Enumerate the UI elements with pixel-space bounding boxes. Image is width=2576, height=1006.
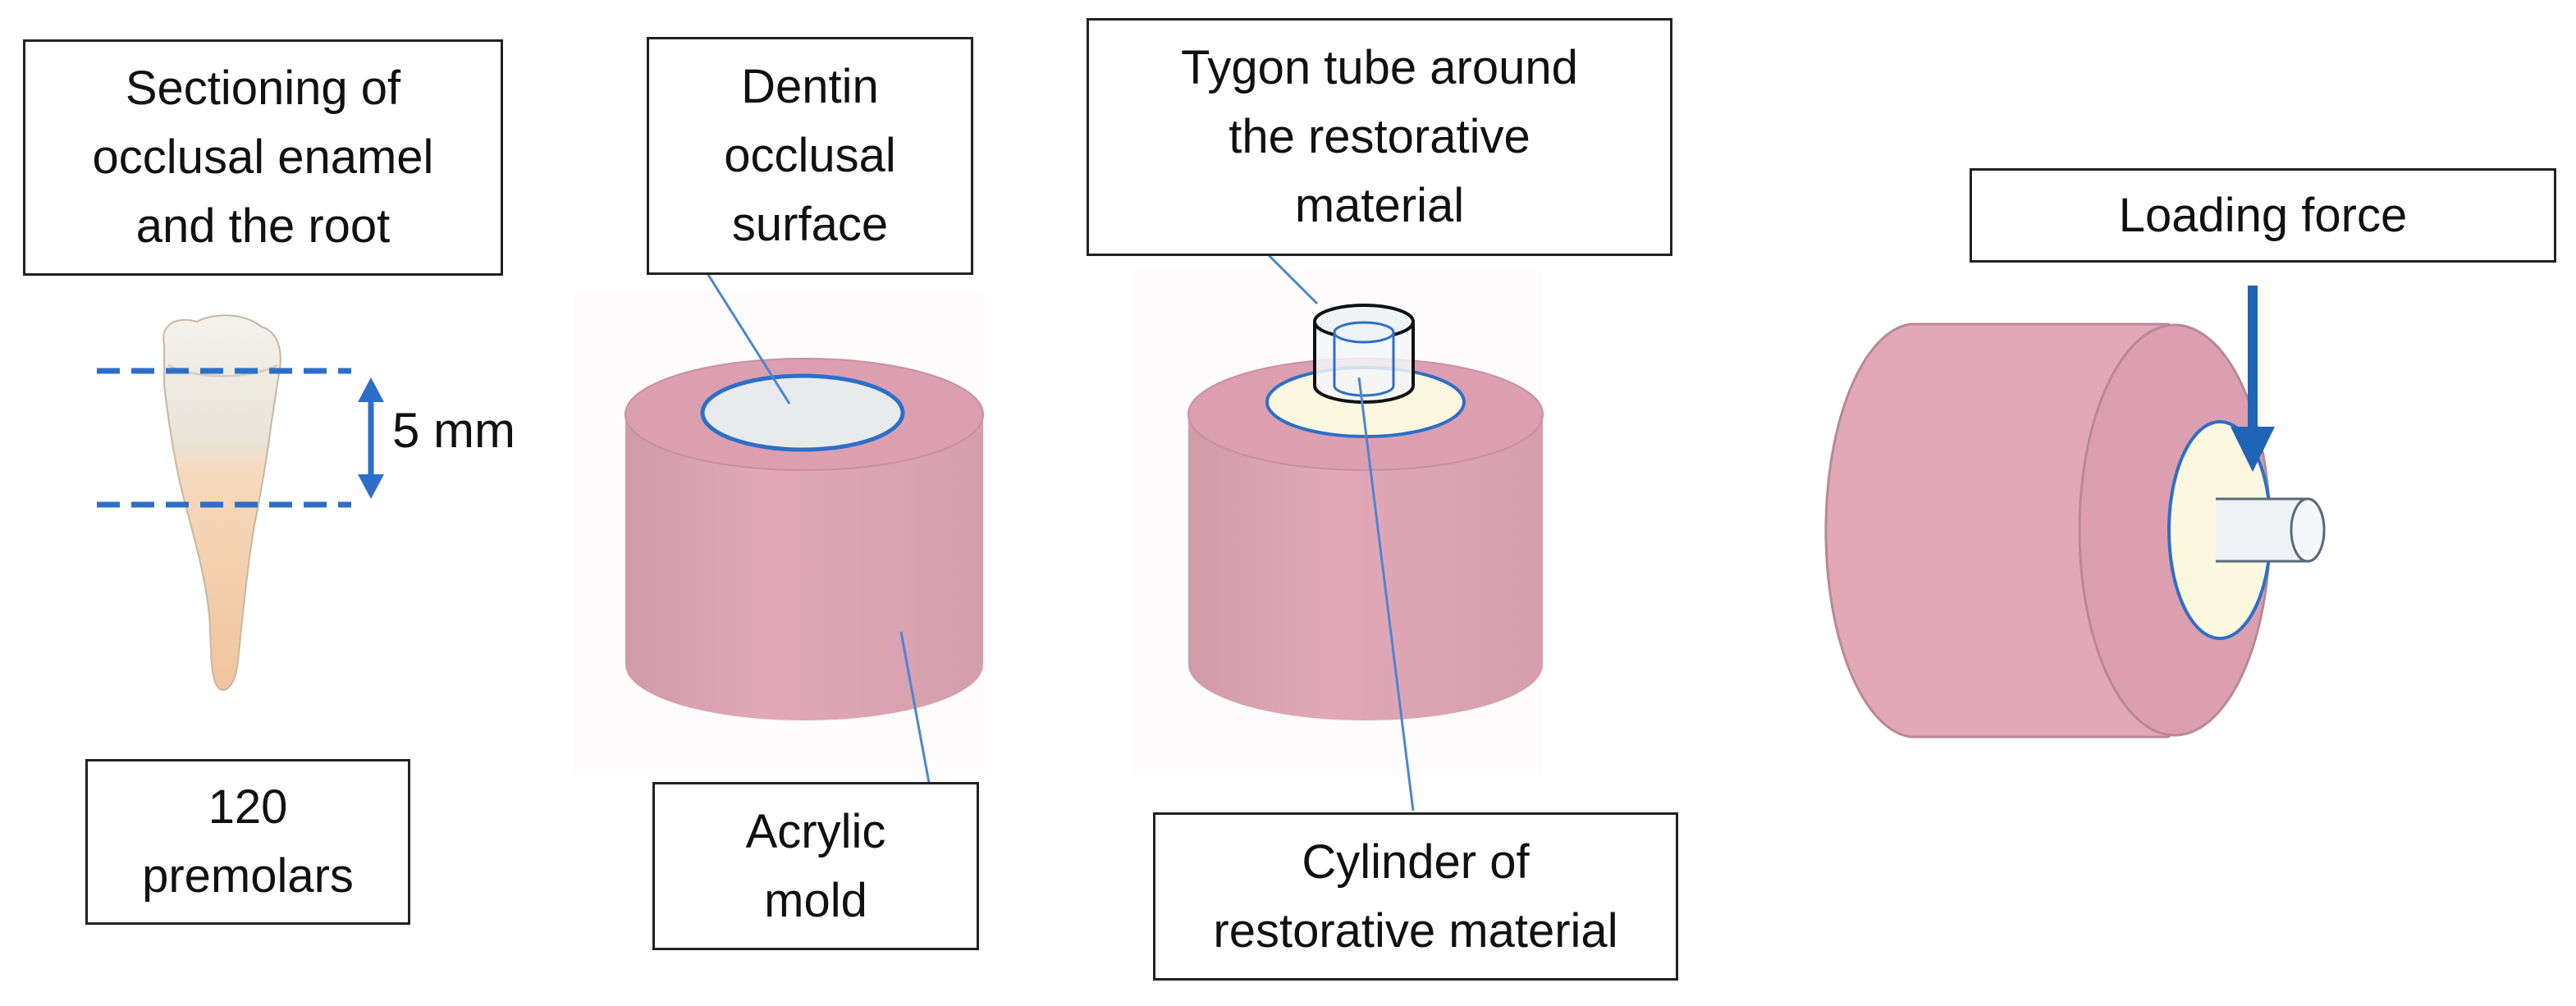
tygon-line-2: the restorative [1229, 110, 1531, 163]
sectioning-line-1: Sectioning of [125, 62, 401, 115]
tygon-line-1: Tygon tube around [1181, 41, 1578, 94]
loading-force-arrow [2231, 286, 2275, 472]
sectioning-label: Sectioning of occlusal enamel and the ro… [23, 39, 503, 276]
tygon-tube [1313, 304, 1415, 404]
sectioning-line-3: and the root [135, 199, 391, 253]
restorative-cylinder [2216, 497, 2326, 563]
leader-dentin [704, 270, 791, 405]
dentin-line-3: surface [731, 198, 889, 251]
premolars-line-2: premolars [142, 849, 354, 903]
acrylic-line-1: Acrylic [745, 804, 886, 858]
dentin-line-2: occlusal [724, 129, 896, 182]
acrylic-mold-cylinder [574, 291, 985, 775]
measurement-arrow [358, 377, 384, 499]
premolars-line-1: 120 [208, 780, 288, 834]
dentin-label: Dentin occlusal surface [647, 37, 973, 275]
mold-with-tygon-tube [1132, 271, 1544, 775]
premolars-label: 120 premolars [85, 759, 410, 925]
measurement-label: 5 mm [392, 403, 515, 458]
horizontal-specimen [1824, 322, 2326, 738]
tygon-label: Tygon tube around the restorative materi… [1087, 18, 1672, 256]
dentin-line-1: Dentin [741, 60, 879, 113]
tygon-line-3: material [1294, 179, 1465, 232]
section-cut-lines [97, 368, 351, 508]
dentin-occlusal-surface [700, 373, 905, 452]
cylinder-line-1: Cylinder of [1302, 835, 1530, 889]
leader-acrylic [899, 631, 933, 797]
cylinder-label: Cylinder of restorative material [1153, 812, 1678, 981]
cylinder-line-2: restorative material [1213, 903, 1618, 958]
acrylic-line-2: mold [764, 873, 867, 927]
acrylic-label: Acrylic mold [652, 782, 979, 950]
leader-cylinder [1357, 377, 1415, 812]
sectioning-line-2: occlusal enamel [92, 130, 434, 184]
loading-force-label: Loading force [1970, 168, 2556, 263]
